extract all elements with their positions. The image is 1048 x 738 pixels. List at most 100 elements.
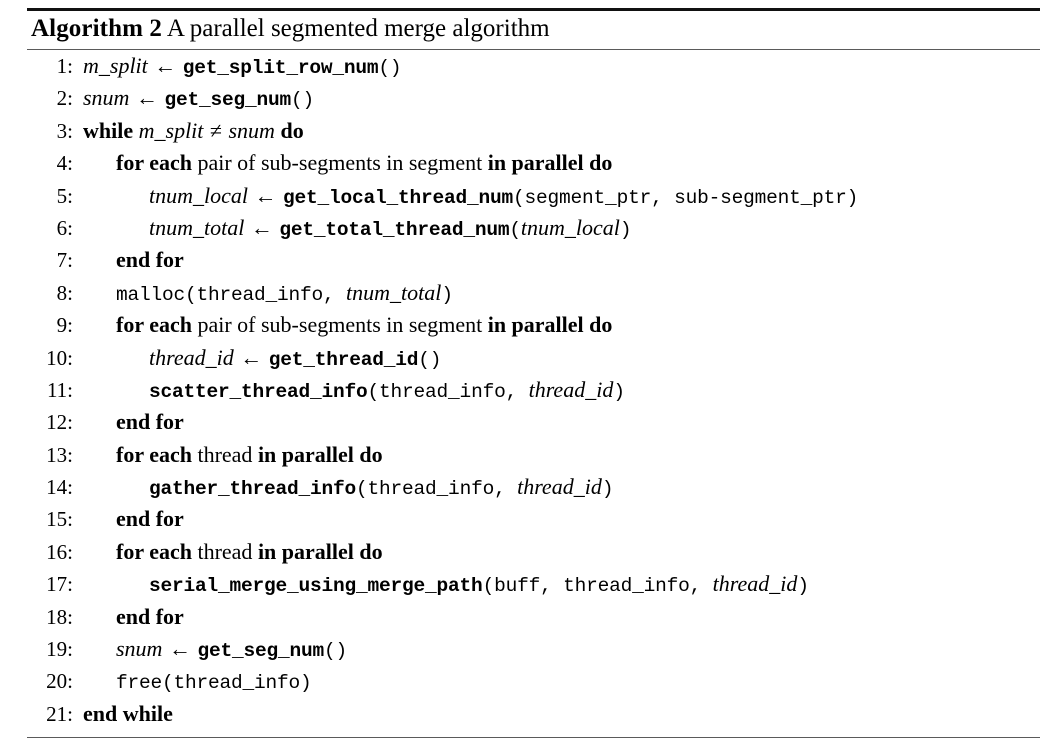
algorithm-line: 15:end for (27, 506, 1040, 538)
token-var: tnum_total (346, 279, 442, 305)
line-content: end for (74, 409, 1040, 435)
token-mono: ) (613, 380, 625, 403)
top-rule (27, 8, 1040, 11)
line-content: while m_split ≠ snum do (74, 118, 1040, 144)
line-number: 11: (46, 377, 73, 402)
token-mono: (thread_info, (356, 478, 518, 501)
line-number: 20: (46, 669, 73, 694)
token-kw: for each (116, 441, 192, 467)
token-mono: ) (797, 575, 809, 598)
line-number: 3: (56, 118, 73, 143)
line-number: 5: (56, 183, 73, 208)
line-number: 19: (46, 637, 73, 662)
token-mono: (buff, thread_info, (482, 575, 713, 598)
line-number: 6: (56, 215, 73, 240)
algorithm-line: 9:for each pair of sub-segments in segme… (27, 312, 1040, 344)
token-op: ← (148, 53, 182, 78)
token-var: m_split (138, 117, 204, 143)
line-content: malloc(thread_info, tnum_total) (74, 280, 1040, 306)
token-var: thread_id (517, 474, 602, 500)
line-number: 18: (46, 604, 73, 629)
algorithm-line: 21: end while (27, 701, 1040, 733)
token-mono: malloc(thread_info, (116, 283, 347, 306)
algorithm-line: 13:for each thread in parallel do (27, 442, 1040, 474)
algorithm-number-label: Algorithm 2 (31, 15, 162, 42)
token-mono: (segment_ptr, sub-segment_ptr) (513, 186, 859, 209)
token-fn: get_thread_id (268, 348, 419, 371)
algorithm-line: 20: free(thread_info) (27, 668, 1040, 700)
line-number: 9: (56, 313, 73, 338)
line-number: 15: (46, 507, 73, 532)
line-content: end for (74, 506, 1040, 532)
line-content: end while (74, 701, 1040, 727)
token-mono: free(thread_info) (116, 672, 312, 695)
line-content: snum ← get_seg_num() (74, 85, 1040, 111)
token-var: tnum_total (149, 214, 245, 240)
token-kw: end for (116, 247, 184, 273)
token-var: snum (83, 85, 130, 111)
token-var: thread_id (149, 344, 234, 370)
token-mono: ( (509, 218, 521, 241)
algorithm-line: 12: end for (27, 409, 1040, 441)
line-number: 21: (46, 701, 73, 726)
line-number: 1: (56, 54, 73, 78)
line-content: end for (74, 604, 1040, 630)
token-var: thread_id (712, 571, 798, 597)
token-var: tnum_local (149, 182, 248, 208)
algorithm-line: 14:gather_thread_info(thread_info, threa… (27, 474, 1040, 506)
token-op: ← (249, 182, 282, 208)
line-content: end for (74, 247, 1040, 273)
token-kw: end while (83, 700, 173, 726)
token-var: thread_id (528, 376, 614, 402)
line-content: serial_merge_using_merge_path(buff, thre… (74, 571, 1040, 597)
token-mono: () (290, 89, 314, 112)
line-content: tnum_local ← get_local_thread_num(segmen… (74, 183, 1040, 209)
token-kw: end for (116, 409, 184, 435)
title-rule (27, 49, 1040, 50)
line-number: 8: (56, 280, 73, 305)
algorithm-line: 5:tnum_local ← get_local_thread_num(segm… (27, 183, 1040, 215)
line-content: snum ← get_seg_num() (74, 636, 1040, 662)
token-kw: for each (116, 538, 192, 564)
token-mono: () (378, 57, 402, 79)
algorithm-line: 6:tnum_total ← get_total_thread_num(tnum… (27, 215, 1040, 247)
algorithm-line: 11:scatter_thread_info(thread_info, thre… (27, 377, 1040, 409)
line-number: 12: (46, 410, 73, 435)
line-content: m_split ← get_split_row_num() (74, 53, 1040, 79)
algorithm-line: 3:while m_split ≠ snum do (27, 118, 1040, 150)
line-number: 7: (56, 248, 73, 273)
algorithm-line: 16:for each thread in parallel do (27, 539, 1040, 571)
token-var: tnum_local (520, 214, 620, 240)
token-mono: () (323, 640, 347, 663)
token-op: ← (130, 85, 164, 111)
token-op: ≠ (204, 117, 228, 143)
token-fn: scatter_thread_info (149, 380, 368, 403)
token-kw: in parallel do (257, 538, 383, 564)
token-var: snum (228, 117, 275, 143)
token-kw: in parallel do (487, 312, 613, 338)
token-mono: ) (601, 478, 614, 501)
token-kw: do (280, 117, 304, 143)
line-number: 2: (56, 86, 73, 111)
token-plain: pair of sub-segments in segment (197, 312, 483, 338)
token-fn: get_split_row_num (182, 57, 379, 79)
line-content: tnum_total ← get_total_thread_num(tnum_l… (74, 215, 1040, 241)
line-number: 16: (46, 539, 73, 564)
algorithm-line: 18: end for (27, 604, 1040, 636)
line-content: for each thread in parallel do (74, 539, 1040, 565)
token-var: snum (116, 636, 163, 662)
token-kw: end for (116, 603, 184, 629)
token-fn: get_local_thread_num (283, 186, 514, 209)
algorithm-title: Algorithm 2 A parallel segmented merge a… (27, 11, 1040, 49)
token-kw: for each (116, 312, 192, 338)
line-number: 10: (46, 345, 73, 370)
token-fn: get_seg_num (164, 89, 291, 112)
token-fn: get_total_thread_num (279, 218, 510, 241)
algorithm-caption: A parallel segmented merge algorithm (166, 15, 550, 42)
algorithm-line: 2:snum ← get_seg_num() (27, 85, 1040, 117)
algorithm-block: Algorithm 2 A parallel segmented merge a… (27, 8, 1040, 738)
algorithm-line: 8:malloc(thread_info, tnum_total) (27, 280, 1040, 312)
line-content: for each pair of sub-segments in segment… (74, 312, 1040, 338)
algorithm-line: 1:m_split ← get_split_row_num() (27, 53, 1040, 85)
algorithm-line: 7: end for (27, 247, 1040, 279)
